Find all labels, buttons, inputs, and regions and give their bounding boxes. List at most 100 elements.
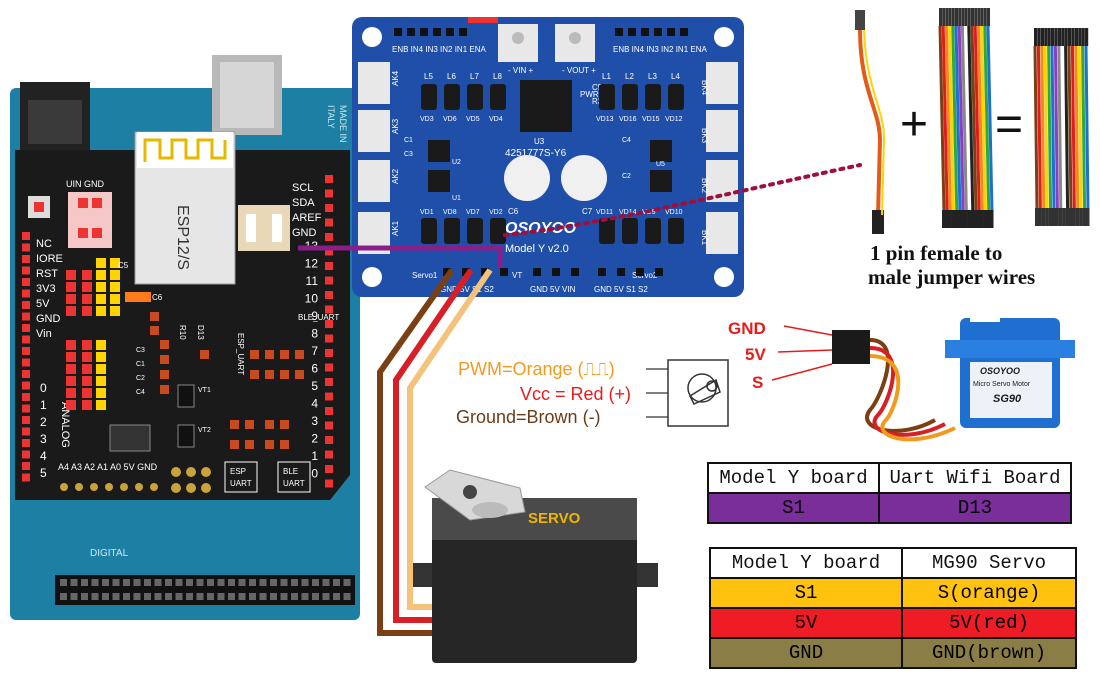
header-pin (259, 579, 267, 586)
diode (490, 218, 506, 244)
vt2-transistor (177, 424, 195, 448)
orange-cap (125, 292, 151, 302)
solder-pad (201, 483, 211, 493)
result-tip (1037, 28, 1041, 46)
right-header-pin (325, 450, 333, 459)
left-header-pin (22, 427, 30, 436)
bottom-pin (500, 268, 508, 276)
color-header-pin (66, 400, 76, 410)
result-end (1062, 208, 1066, 226)
diode-label: VD15 (642, 116, 660, 123)
power-pin-label: 5V (36, 298, 50, 310)
bottom-pin (636, 268, 644, 276)
legend-servo-arm (689, 378, 721, 405)
result-wire (1053, 45, 1059, 211)
model-y-version: Model Y v2.0 (505, 243, 569, 255)
right-header-pin (325, 392, 333, 401)
smd-component (150, 326, 159, 335)
result-wire (1040, 45, 1046, 211)
diode-label: VD12 (665, 116, 683, 123)
left-header-pin (22, 312, 30, 321)
table1-cell-uart: D13 (878, 492, 1072, 524)
diode (622, 84, 638, 110)
header-pin (102, 579, 109, 586)
diode (668, 218, 684, 244)
c5-myb-label: C5 (592, 83, 603, 92)
mount-hole-tl (362, 27, 382, 47)
digital-pin-number: 1 (311, 449, 318, 463)
ble-uart-label: BLE_UART (298, 313, 339, 322)
bundle-end (967, 210, 972, 228)
result-tip (1085, 28, 1089, 46)
table2-cell-servo: GND(brown) (901, 637, 1077, 669)
smd-component (280, 440, 289, 449)
bundle-end (983, 210, 988, 228)
digital-pin-number: 4 (311, 397, 318, 411)
servo1-label: Servo1 (412, 271, 438, 280)
header-pin (207, 593, 214, 600)
bundle-end (945, 210, 949, 228)
left-header-pin (22, 381, 30, 390)
u3-regulator (520, 80, 572, 132)
table2-header-col-2: MG90 Servo (901, 547, 1077, 579)
diode (645, 84, 661, 110)
color-header-pin (96, 364, 106, 374)
switch-1-knob (246, 214, 256, 242)
header-pin (322, 593, 330, 600)
header-pin (144, 579, 151, 586)
header-pin (270, 579, 277, 586)
right-header-pin (325, 204, 333, 212)
header-pin (291, 593, 298, 600)
equals-sign: = (995, 98, 1023, 151)
5v-arrow (777, 349, 833, 353)
bk-connector (706, 62, 738, 104)
header-pin (165, 579, 172, 586)
bottom-pin (617, 268, 625, 276)
sg90-mount (945, 340, 1075, 358)
vin-label: - VIN + (508, 66, 533, 75)
uart-box-label-2: UART (283, 479, 305, 488)
color-header-pin (96, 352, 106, 362)
solder-pad (171, 467, 181, 477)
bk-connector (706, 110, 738, 152)
diode (444, 84, 460, 110)
gnd-pin-2 (92, 228, 102, 238)
bundle-wire (964, 25, 972, 213)
solder-pad (135, 483, 143, 491)
ak-connector (358, 110, 390, 152)
bundle-wire (951, 25, 959, 213)
cap-label: C1 (404, 137, 413, 144)
c4-label: C4 (136, 389, 145, 396)
result-wire (1064, 45, 1070, 211)
shield-small-parts (150, 312, 304, 449)
shield-right-header (325, 175, 333, 488)
diode-label: VD11 (596, 209, 613, 216)
smd-component (295, 350, 304, 359)
result-tip (1074, 28, 1078, 46)
right-header-pin (325, 320, 333, 328)
bundle-wire (941, 25, 949, 213)
diode-label: VD7 (466, 209, 480, 216)
bundle-tip (942, 8, 946, 26)
switch-2-knob (272, 214, 282, 242)
mount-hole-tr (714, 27, 734, 47)
power-pin-label: GND (36, 313, 61, 325)
table-row: GND GND(brown) (709, 637, 1077, 669)
header-pin (238, 593, 246, 600)
color-header-pin (66, 376, 76, 386)
left-header-pin (22, 370, 30, 378)
sg90-horn (970, 308, 1000, 322)
inductor-label: L1 (602, 72, 611, 81)
left-header-pin (22, 439, 30, 447)
left-header-pin (22, 404, 30, 413)
servo1-pin-labels: GND 5V S1 S2 (440, 285, 494, 294)
right-header-pin (325, 421, 333, 430)
solder-pad (186, 483, 196, 493)
right-header-pin (325, 436, 333, 444)
bundle-end (951, 210, 956, 228)
header-pin (154, 579, 162, 586)
model-y-board: ENB IN4 IN3 IN2 IN1 ENA ENB IN4 IN3 IN2 … (352, 17, 744, 297)
bundle-end (986, 210, 991, 228)
